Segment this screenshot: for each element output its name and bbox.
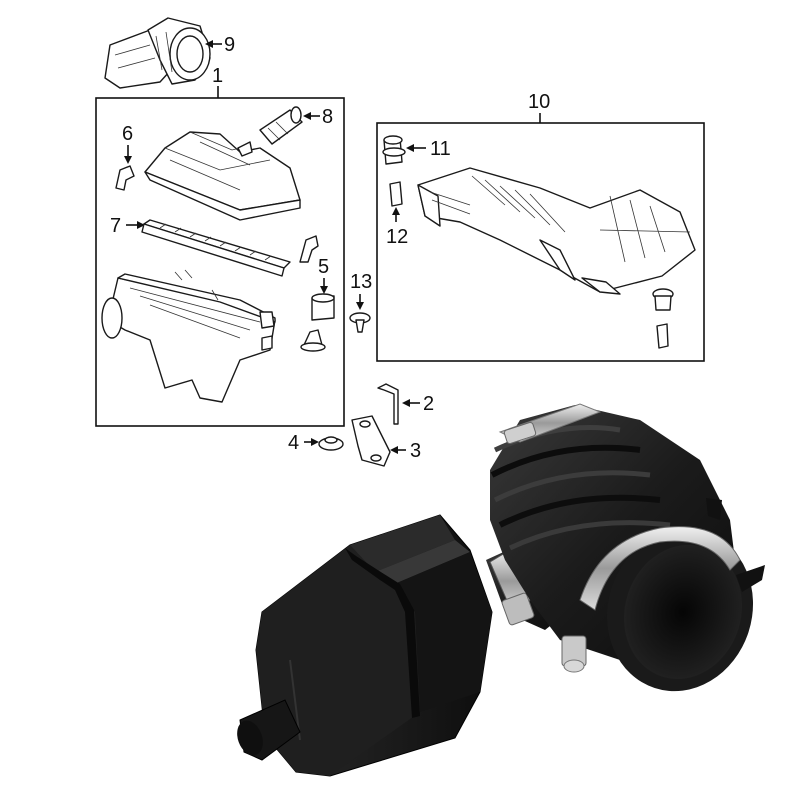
air-duct-resonator bbox=[417, 167, 696, 295]
part-5-grommet bbox=[311, 293, 335, 321]
callout-2: 2 bbox=[423, 393, 434, 415]
mount-foot-base bbox=[300, 342, 326, 352]
callout-7: 7 bbox=[110, 215, 121, 237]
callout-6: 6 bbox=[122, 123, 133, 145]
arrow-8 bbox=[303, 112, 311, 120]
product-photo-air-intake-hose bbox=[237, 403, 765, 777]
small-hose bbox=[299, 235, 319, 263]
air-cleaner-cover bbox=[144, 131, 301, 221]
callout-10: 10 bbox=[528, 91, 550, 113]
part-4-grommet bbox=[318, 436, 344, 451]
part-2-rod bbox=[377, 383, 399, 425]
callout-4: 4 bbox=[288, 432, 299, 454]
callout-8: 8 bbox=[322, 106, 333, 128]
part-12-sleeve bbox=[389, 181, 403, 207]
arrow-5 bbox=[320, 286, 328, 294]
arrow-9 bbox=[205, 40, 213, 48]
arrow-13 bbox=[356, 302, 364, 310]
arrow-4 bbox=[311, 438, 319, 446]
arrow-3 bbox=[390, 446, 398, 454]
part-7-filter bbox=[141, 219, 291, 277]
callout-5: 5 bbox=[318, 256, 329, 278]
part-8-tube bbox=[259, 106, 303, 145]
assembly-box-10 bbox=[376, 122, 705, 362]
arrow-6 bbox=[124, 156, 132, 164]
air-cleaner-lower-housing bbox=[101, 269, 276, 403]
part-11-grommet bbox=[382, 135, 406, 165]
part-3-bracket bbox=[351, 415, 391, 467]
part-9-maf-sensor bbox=[104, 17, 211, 89]
arrow-11 bbox=[406, 144, 414, 152]
callout-13: 13 bbox=[350, 271, 372, 293]
arrow-2 bbox=[402, 399, 410, 407]
callout-9: 9 bbox=[224, 34, 235, 56]
part-6-clip bbox=[115, 165, 135, 191]
callout-3: 3 bbox=[410, 440, 421, 462]
duct-grommet bbox=[652, 288, 674, 349]
assembly-box-1 bbox=[95, 97, 345, 427]
arrow-7 bbox=[137, 221, 145, 229]
callout-1: 1 bbox=[212, 65, 223, 87]
arrow-12 bbox=[392, 207, 400, 215]
callout-12: 12 bbox=[386, 226, 408, 248]
callout-11: 11 bbox=[430, 138, 451, 160]
part-13-push-clip bbox=[349, 312, 371, 333]
